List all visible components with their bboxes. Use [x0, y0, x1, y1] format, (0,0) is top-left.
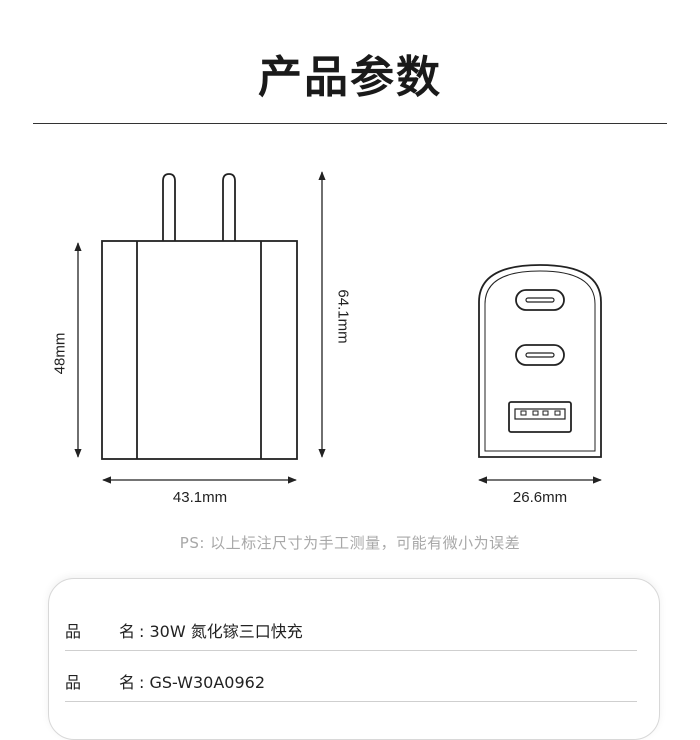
- spec-row-product-name: 品 名 : 30W 氮化镓三口快充: [65, 612, 637, 652]
- usb-a-port: [508, 401, 572, 433]
- dim-label-26mm: 26.6mm: [512, 489, 568, 506]
- page-title: 产品参数: [258, 52, 442, 103]
- usb-a-pin-4: [554, 410, 561, 416]
- spec-value: : 30W 氮化镓三口快充: [139, 622, 303, 641]
- spec-key-char-1: 品: [65, 673, 82, 692]
- dim-label-64mm: 64.1mm: [334, 289, 352, 344]
- front-body-inner: [484, 270, 596, 452]
- title-divider: [33, 123, 667, 124]
- spec-divider: [65, 650, 637, 651]
- spec-value: : GS-W30A0962: [139, 673, 265, 692]
- usb-c-port-1-tongue: [525, 297, 555, 303]
- spec-key-char-1: 品: [65, 622, 82, 641]
- side-view: [101, 173, 298, 460]
- front-body-outline: [478, 264, 602, 458]
- dimension-lines: [74, 171, 602, 484]
- usb-a-port-tongue: [514, 408, 566, 420]
- dim-label-43mm: 43.1mm: [172, 489, 228, 506]
- side-body-outline: [101, 240, 298, 460]
- usb-c-port-1: [515, 289, 565, 311]
- usb-a-pin-2: [532, 410, 539, 416]
- front-view: [478, 264, 602, 458]
- measurement-note: PS: 以上标注尺寸为手工测量，可能有微小为误差: [179, 534, 521, 552]
- usb-c-port-2: [515, 344, 565, 366]
- spec-row-model: 品 名 : GS-W30A0962: [65, 663, 637, 703]
- charger-diagram: [74, 171, 602, 484]
- usb-a-pin-1: [520, 410, 527, 416]
- spec-divider: [65, 701, 637, 702]
- usb-a-pin-3: [542, 410, 549, 416]
- usb-c-port-2-tongue: [525, 352, 555, 358]
- spec-key-char-2: 名: [119, 622, 136, 641]
- left-prong: [162, 173, 176, 241]
- right-prong: [222, 173, 236, 241]
- spec-card: 品 名 : 30W 氮化镓三口快充 品 名 : GS-W30A0962: [48, 578, 660, 740]
- dim-label-48mm: 48mm: [51, 332, 69, 375]
- spec-key-char-2: 名: [119, 673, 136, 692]
